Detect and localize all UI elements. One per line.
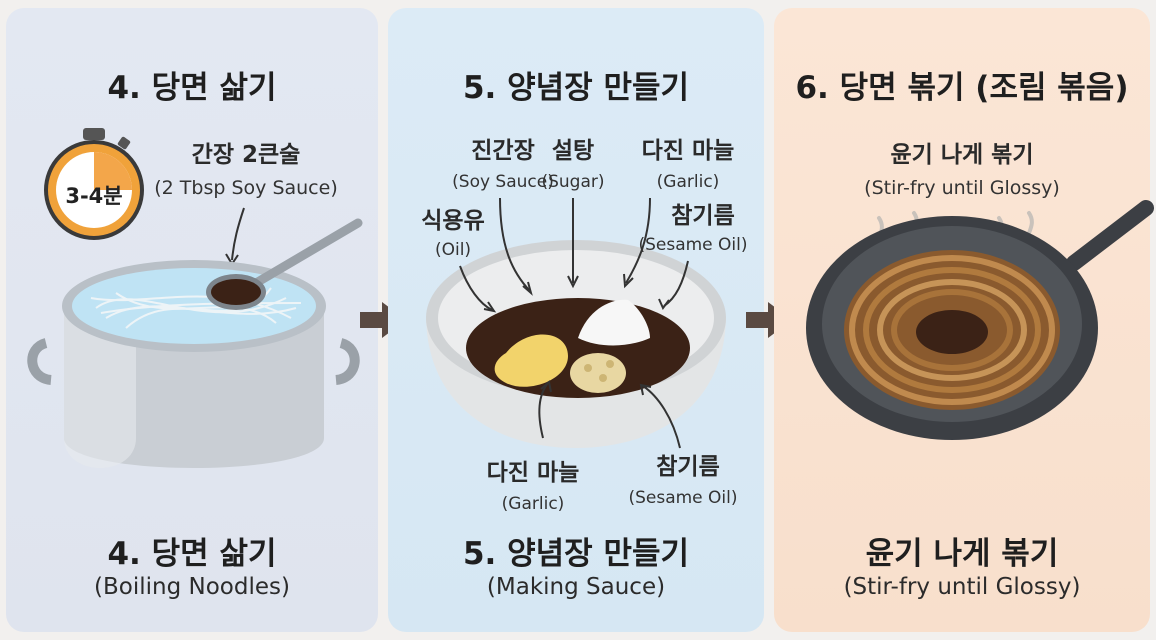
sauce-bowl-illustration: [426, 197, 726, 449]
next-step-arrow-icon: [746, 302, 792, 338]
ingredient-bottom-1-sublabel: (Sesame Oil): [628, 488, 738, 508]
spoon-icon: [206, 218, 363, 310]
step-6-caption-en: (Stir-fry until Glossy): [843, 574, 1081, 600]
ingredient-top-1-sublabel: (Sugar): [541, 172, 605, 192]
frying-pan-illustration: [806, 200, 1154, 440]
ingredient-top-0-sublabel: (Soy Sauce): [452, 172, 554, 192]
bowl-icon: [426, 240, 726, 448]
ingredient-top-4-sublabel: (Sesame Oil): [638, 235, 748, 255]
ingredient-top-3-label: 식용유: [421, 208, 485, 234]
ingredient-top-2-sublabel: (Garlic): [656, 172, 720, 192]
ingredient-bottom-1-label: 참기름: [656, 454, 720, 480]
boiling-pot-illustration: [27, 128, 363, 468]
soy-sauce-label: 간장 2큰술: [191, 142, 301, 168]
stopwatch-icon: [44, 128, 144, 240]
step-6-title: 6. 당면 볶기 (조림 볶음): [795, 70, 1129, 106]
ingredient-bottom-0-label: 다진 마늘: [486, 460, 580, 486]
ingredient-bottom-0-sublabel: (Garlic): [501, 494, 565, 514]
ingredient-top-0-label: 진간장: [471, 138, 535, 164]
glossy-label: 윤기 나게 볶기: [890, 142, 1034, 168]
step-5-title: 5. 양념장 만들기: [462, 70, 690, 106]
next-step-arrow-icon: [360, 302, 406, 338]
glossy-sublabel: (Stir-fry until Glossy): [864, 177, 1060, 199]
step-5-caption: 5. 양념장 만들기: [462, 536, 690, 572]
step-4-caption: 4. 당면 삶기: [107, 536, 277, 572]
ingredient-top-1-label: 설탕: [551, 138, 595, 164]
step-4-panel: 4. 당면 삶기: [6, 8, 378, 632]
step-4-caption-en: (Boiling Noodles): [94, 574, 290, 600]
pan-icon: [806, 200, 1154, 440]
step-4-title: 4. 당면 삶기: [107, 70, 277, 106]
timer-text: 3-4분: [65, 184, 123, 208]
pot-icon: [27, 260, 360, 468]
ingredient-top-4-label: 참기름: [671, 203, 735, 229]
step-6-panel: 6. 당면 볶기 (조림 볶음) 윤기 나게 볶기 (Stir-fry unti…: [774, 8, 1154, 632]
soy-sauce-sublabel: (2 Tbsp Soy Sauce): [154, 177, 338, 199]
step-5-caption-en: (Making Sauce): [486, 574, 666, 600]
ingredient-top-2-label: 다진 마늘: [641, 138, 735, 164]
ingredient-top-3-sublabel: (Oil): [434, 240, 472, 260]
step-6-caption: 윤기 나게 볶기: [865, 536, 1059, 572]
step-5-panel: 5. 양념장 만들기: [388, 8, 764, 632]
